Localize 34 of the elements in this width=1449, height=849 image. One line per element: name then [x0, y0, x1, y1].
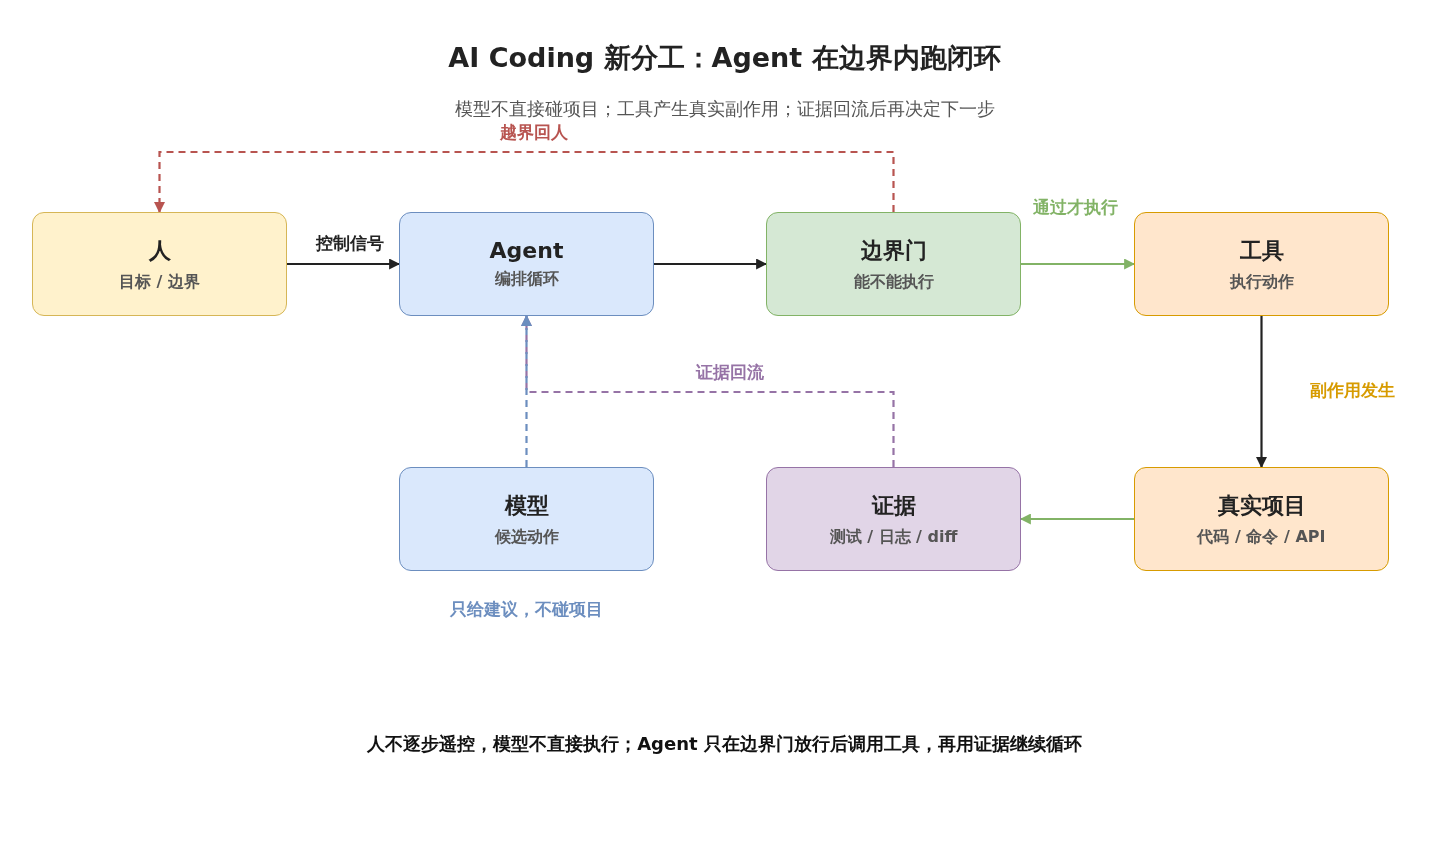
- arrow: [154, 150, 895, 214]
- caption: 人不逐步遥控，模型不直接执行；Agent 只在边界门放行后调用工具，再用证据继续循环: [366, 732, 1083, 756]
- process-box: [1134, 467, 1389, 571]
- node-subtitle: 执行动作: [1229, 271, 1294, 293]
- process-box: [766, 467, 1021, 571]
- arrow: [1256, 316, 1267, 469]
- subtitle: 模型不直接碰项目；工具产生真实副作用；证据回流后再决定下一步: [453, 97, 996, 121]
- node-title: 证据: [871, 491, 916, 520]
- process-box: [32, 212, 287, 316]
- node-title: 人: [148, 236, 171, 265]
- arrow: [521, 314, 532, 467]
- node-subtitle: 代码 / 命令 / API: [1197, 526, 1326, 548]
- arrow: [1019, 513, 1134, 525]
- process-box: [766, 212, 1021, 316]
- node-title: 边界门: [860, 236, 927, 265]
- node-title: 真实项目: [1217, 491, 1306, 520]
- edge-label: 证据回流: [693, 360, 767, 384]
- diagram-title: AI Coding 新分工：Agent 在边界内跑闭环: [447, 41, 1002, 75]
- node-subtitle: 目标 / 边界: [119, 271, 200, 293]
- edge-label: 越界回人: [497, 120, 571, 144]
- node-subtitle: 编排循环: [494, 269, 559, 290]
- node-subtitle: 能不能执行: [853, 271, 934, 293]
- node-title: Agent: [489, 238, 564, 263]
- node-title: 工具: [1239, 236, 1284, 265]
- node-note: 只给建议，不碰项目: [449, 598, 604, 621]
- edge-label: 控制信号: [313, 231, 387, 255]
- process-box: [399, 212, 654, 316]
- node-subtitle: 测试 / 日志 / diff: [829, 526, 958, 548]
- process-box: [1134, 212, 1389, 316]
- arrow: [287, 258, 401, 270]
- node-subtitle: 候选动作: [494, 526, 559, 548]
- arrow: [1021, 258, 1136, 270]
- arrow: [654, 258, 768, 270]
- node-title: 模型: [504, 491, 549, 520]
